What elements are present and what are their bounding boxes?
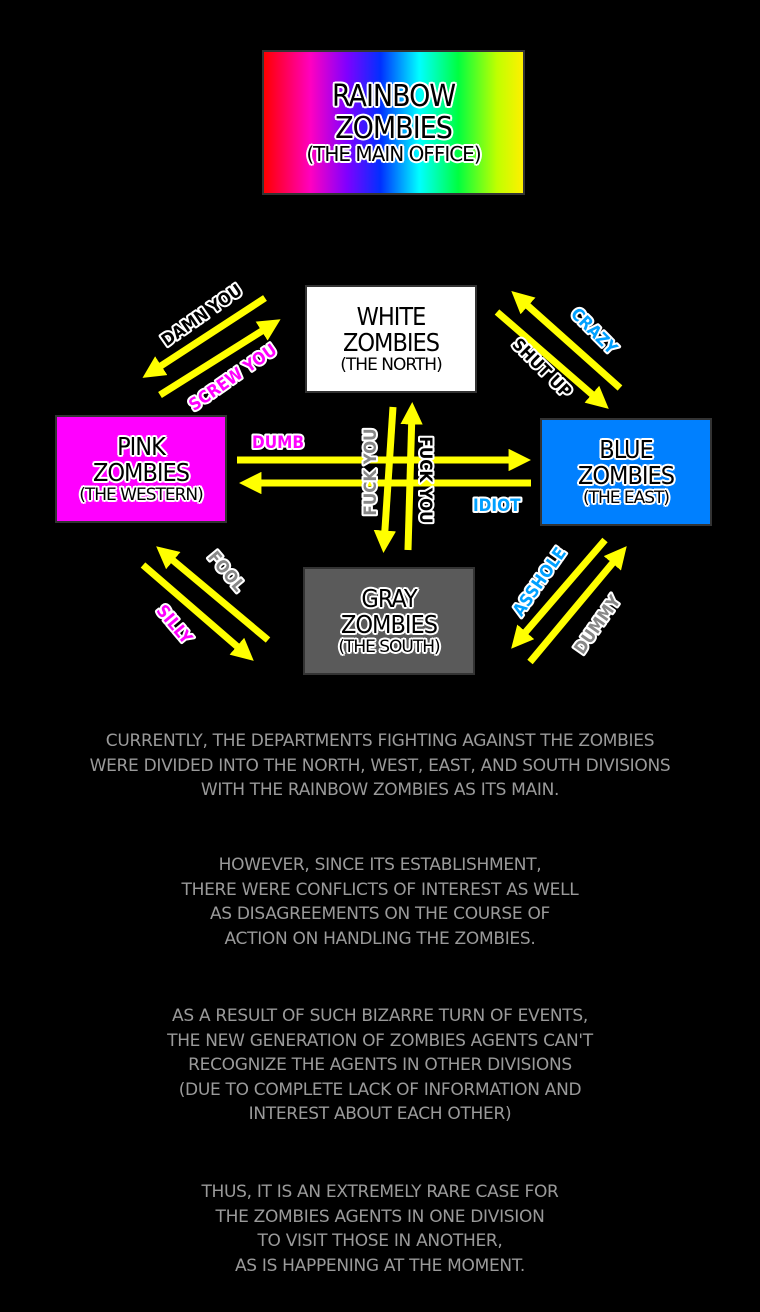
paragraph-3: AS A RESULT OF SUCH BIZARRE TURN OF EVEN… (0, 1004, 760, 1127)
arrow-gray-to-blue (527, 546, 627, 665)
text-line: TO VISIT THOSE IN ANOTHER, (257, 1231, 503, 1251)
label-idiot: IDIOT (473, 496, 521, 516)
text-line: INTEREST ABOUT EACH OTHER) (248, 1104, 512, 1124)
white-zombies-box: WHITE ZOMBIES (THE NORTH) (305, 285, 477, 393)
pink-title-2: ZOMBIES (92, 457, 190, 487)
text-line: AS IS HAPPENING AT THE MOMENT. (234, 1255, 526, 1276)
paragraph-4: THUS, IT IS AN EXTREMELY RARE CASE FOR T… (0, 1180, 760, 1278)
pink-zombies-box: PINK ZOMBIES (THE WESTERN) (55, 415, 227, 523)
text-line: ACTION ON HANDLING THE ZOMBIES. (224, 928, 536, 949)
label-fuck-you-up: FUCK YOU (415, 436, 435, 523)
blue-title-2: ZOMBIES (577, 460, 675, 490)
arrow-pink-to-gray (140, 562, 254, 661)
text-line: AS A RESULT OF SUCH BIZARRE TURN OF EVEN… (172, 1006, 588, 1026)
blue-title-1: BLUE (599, 434, 653, 464)
white-title-1: WHITE (356, 301, 427, 331)
white-title-2: ZOMBIES (342, 327, 440, 357)
text-line: CURRENTLY, THE DEPARTMENTS FIGHTING AGAI… (105, 731, 655, 751)
text-line: WITH THE RAINBOW ZOMBIES AS ITS MAIN. (200, 780, 560, 800)
arrow-blue-to-gray (511, 537, 608, 649)
text-line: THE ZOMBIES AGENTS IN ONE DIVISION (215, 1206, 545, 1227)
rainbow-zombies-box: RAINBOW ZOMBIES (THE MAIN OFFICE) (262, 50, 525, 195)
white-subtitle: (THE NORTH) (340, 354, 442, 375)
gray-title-2: ZOMBIES (340, 609, 438, 639)
arrow-pink-to-white (158, 319, 281, 398)
arrow-gray-to-pink (156, 546, 271, 643)
text-line: RECOGNIZE THE AGENTS IN OTHER DIVISIONS (188, 1055, 572, 1075)
text-line: (DUE TO COMPLETE LACK OF INFORMATION AND (178, 1079, 582, 1100)
text-line: WERE DIVIDED INTO THE NORTH, WEST, EAST,… (89, 755, 671, 776)
pink-subtitle: (THE WESTERN) (79, 484, 204, 505)
main-title-2: ZOMBIES (335, 111, 453, 146)
gray-zombies-box: GRAY ZOMBIES (THE SOUTH) (303, 567, 475, 675)
arrow-white-to-pink (142, 295, 267, 378)
paragraph-2: HOWEVER, SINCE ITS ESTABLISHMENT, THERE … (0, 853, 760, 951)
label-fuck-you-down: FUCK YOU (361, 428, 381, 515)
label-asshole: ASSHOLE (509, 544, 571, 620)
text-line: HOWEVER, SINCE ITS ESTABLISHMENT, (218, 855, 542, 875)
label-dumb: DUMB (252, 433, 304, 453)
text-line: THERE WERE CONFLICTS OF INTEREST AS WELL (181, 879, 579, 900)
blue-subtitle: (THE EAST) (582, 487, 670, 508)
gray-subtitle: (THE SOUTH) (338, 636, 440, 657)
main-subtitle: (THE MAIN OFFICE) (306, 142, 481, 166)
text-line: AS DISAGREEMENTS ON THE COURSE OF (209, 904, 551, 924)
pink-title-1: PINK (117, 431, 166, 461)
arrow-white-to-gray (373, 406, 397, 553)
gray-title-1: GRAY (361, 583, 417, 613)
text-line: THE NEW GENERATION OF ZOMBIES AGENTS CAN… (167, 1030, 593, 1051)
arrows-layer: DAMN YOU SCREW YOU CRAZY SHUT UP DUMB ID… (140, 279, 628, 665)
arrow-blue-to-white (511, 291, 623, 391)
main-title-1: RAINBOW (331, 79, 456, 114)
text-line: THUS, IT IS AN EXTREMELY RARE CASE FOR (201, 1182, 559, 1202)
arrow-gray-to-white (400, 402, 423, 551)
blue-zombies-box: BLUE ZOMBIES (THE EAST) (540, 418, 712, 526)
paragraph-1: CURRENTLY, THE DEPARTMENTS FIGHTING AGAI… (0, 729, 760, 803)
arrow-white-to-blue (494, 309, 609, 409)
